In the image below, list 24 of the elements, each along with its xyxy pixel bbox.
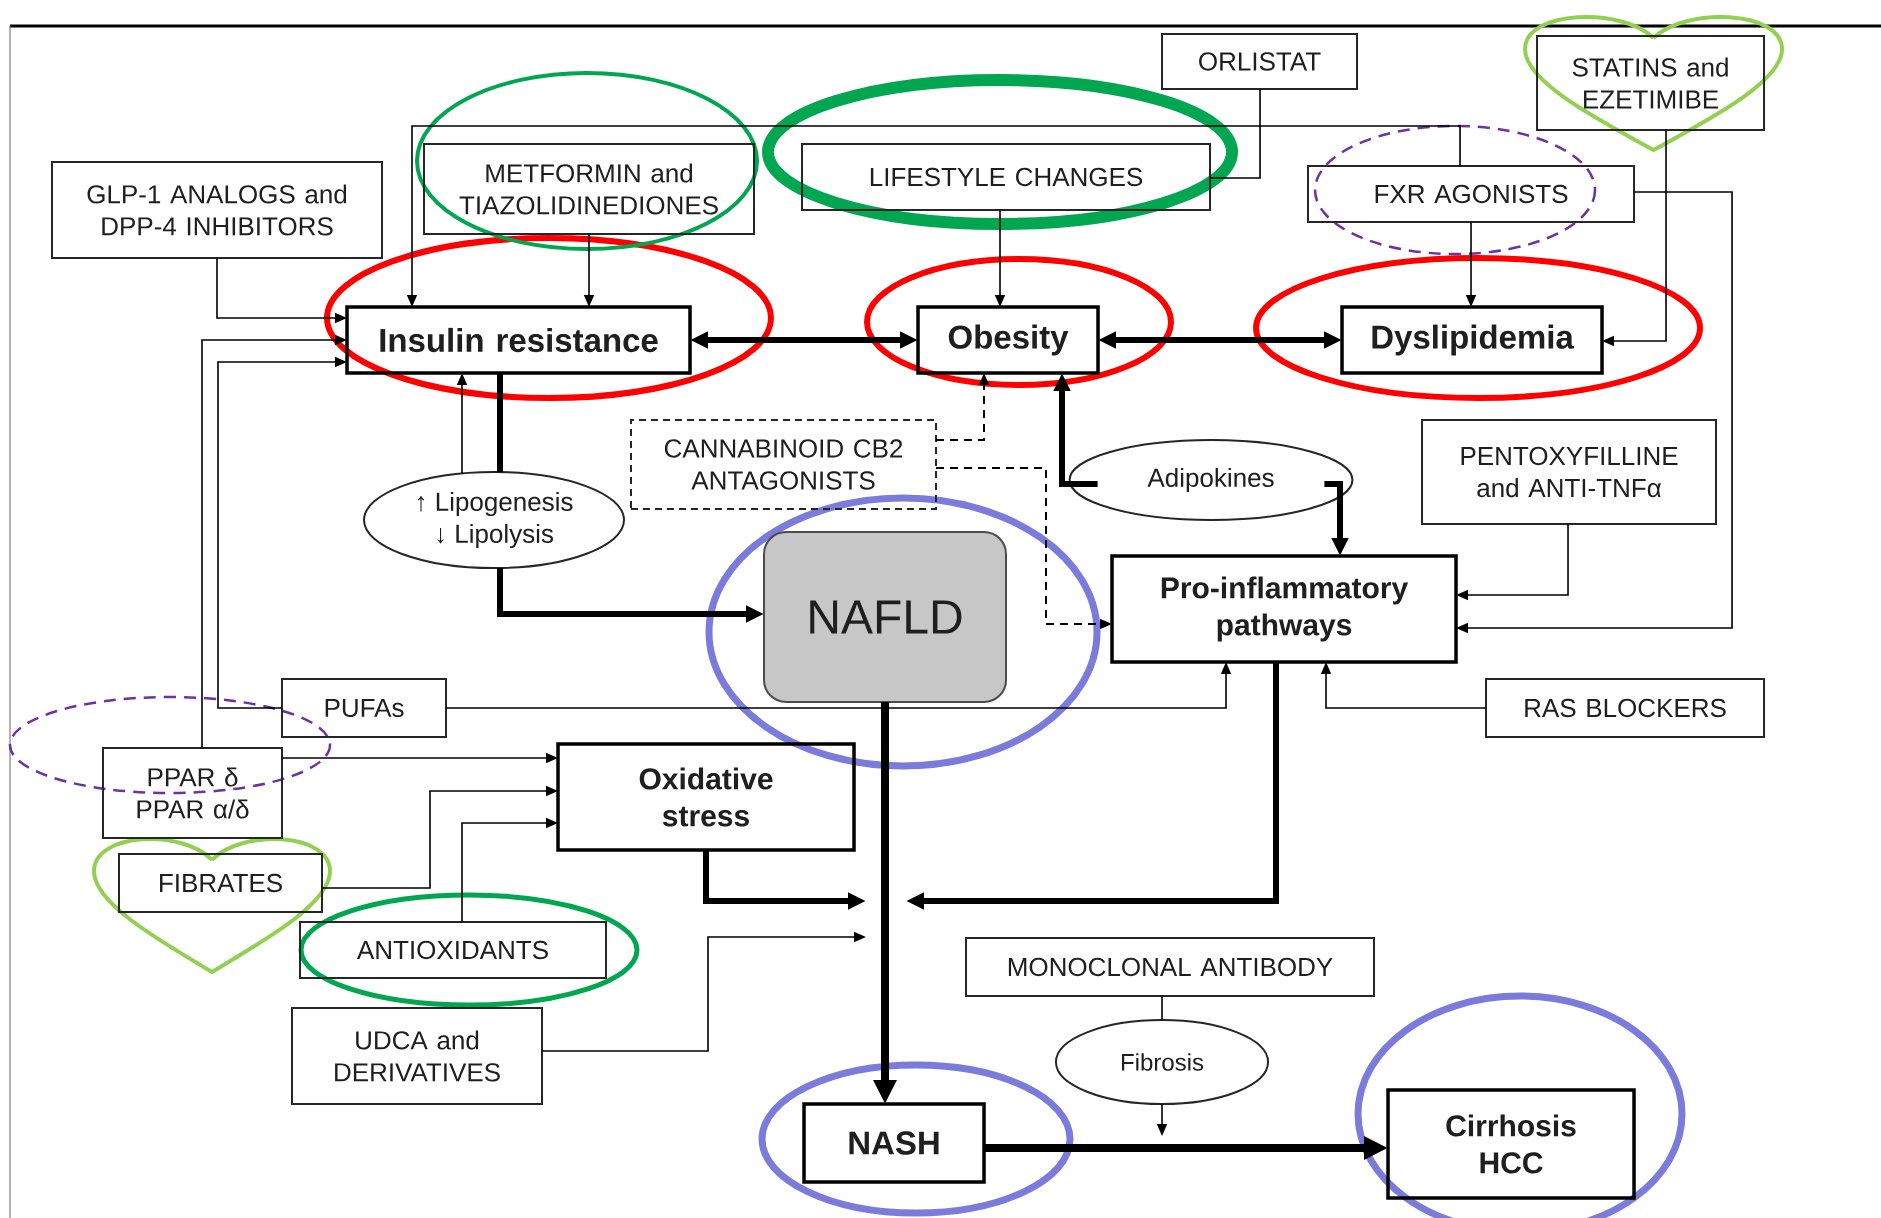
connector-line [1209,88,1261,179]
dashed-box: CANNABINOID CB2 ANTAGONISTS [630,419,937,510]
drug-box: FXR AGONISTS [1307,165,1635,223]
drug-box: PENTOXYFILLINE and ANTI-TNFα [1421,419,1717,525]
condition-box: Insulin resistance [345,305,692,375]
condition-box: Oxidative stress [556,742,856,852]
drug-box: MONOCLONAL ANTIBODY [965,937,1375,997]
condition-box: Pro-inflammatory pathways [1110,554,1458,664]
drug-box: LIFESTYLE CHANGES [801,143,1211,211]
drug-box: PPAR δ PPAR α/δ [102,747,283,839]
condition-box: Dyslipidemia [1340,305,1604,375]
connector-line [1161,995,1163,1021]
disease-box: NAFLD [763,531,1007,703]
drug-box: PUFAs [281,678,447,738]
connector-line [497,373,503,473]
condition-box: Obesity [916,305,1100,375]
drug-box: METFORMIN and TIAZOLIDINEDIONES [423,143,755,235]
drug-box: GLP-1 ANALOGS and DPP-4 INHIBITORS [51,161,383,259]
condition-box: NASH [802,1102,986,1184]
drug-box: ANTIOXIDANTS [299,921,607,979]
condition-box: Cirrhosis HCC [1386,1088,1636,1200]
drug-box: UDCA and DERIVATIVES [291,1007,543,1105]
drug-box: ORLISTAT [1161,33,1358,90]
drug-box: RAS BLOCKERS [1485,678,1766,738]
